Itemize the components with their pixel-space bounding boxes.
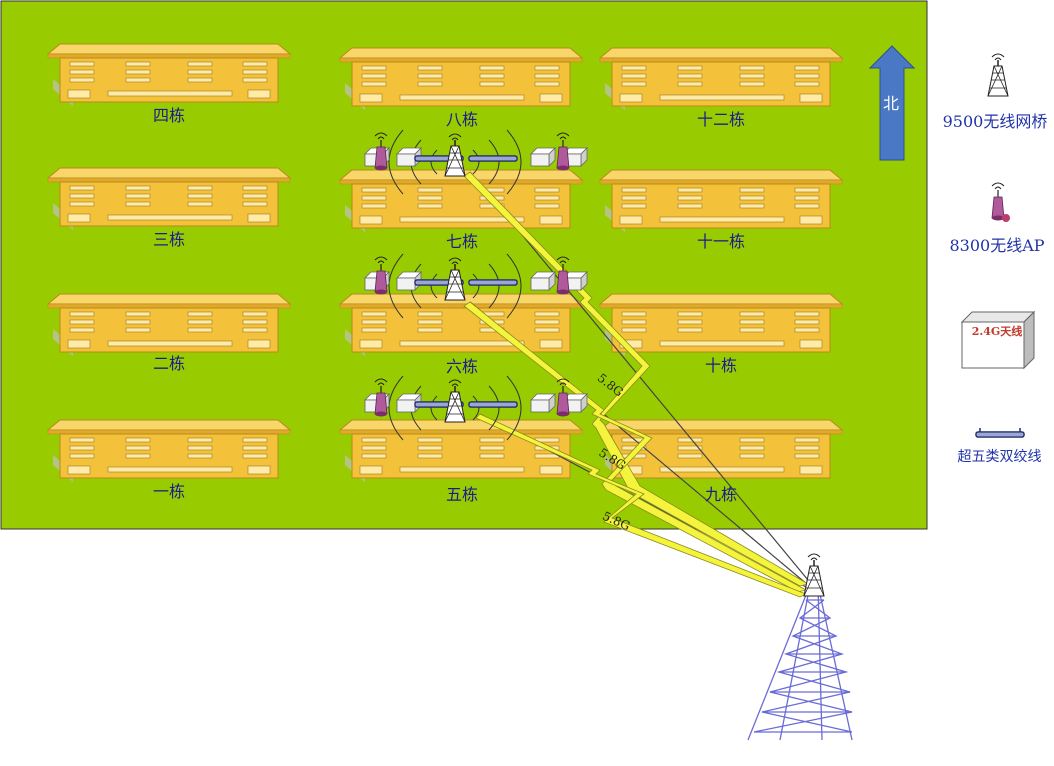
antenna-tower-icon (987, 53, 1009, 97)
lightning-link-icon (463, 171, 810, 587)
building-label-11: 十一栋 (696, 232, 745, 251)
building-5 (339, 419, 583, 483)
legend-label-ap: 8300无线AP (949, 236, 1045, 255)
cable-icon (975, 428, 1025, 438)
antenna-box-icon (960, 310, 1036, 370)
legend-label-antenna: 2.4G天线 (971, 325, 1023, 338)
building-label-6: 六栋 (445, 357, 478, 376)
building-label-7: 七栋 (445, 232, 478, 251)
tower-bridge-icon (803, 553, 825, 597)
access-point-icon (991, 182, 1010, 222)
building-label-12: 十二栋 (696, 110, 745, 129)
transmission-tower-icon (747, 584, 853, 741)
building-label-4: 四栋 (152, 106, 185, 125)
north-arrow-icon (868, 45, 916, 161)
building-2 (47, 293, 291, 357)
building-label-2: 二栋 (152, 354, 185, 373)
building-8 (339, 47, 583, 111)
building-label-8: 八栋 (445, 110, 478, 129)
legend-label-bridge: 9500无线网桥 (942, 112, 1048, 131)
building-7 (339, 169, 583, 233)
building-10 (599, 293, 843, 357)
lightning-link-icon (475, 413, 807, 598)
building-11 (599, 169, 843, 233)
building-1 (47, 419, 291, 483)
north-label: 北 (882, 94, 899, 113)
building-label-1: 一栋 (152, 482, 185, 501)
building-label-10: 十栋 (704, 356, 737, 375)
building-label-3: 三栋 (152, 230, 185, 249)
legend-label-cable: 超五类双绞线 (957, 449, 1042, 465)
building-12 (599, 47, 843, 111)
building-4 (47, 43, 291, 107)
building-6 (339, 293, 583, 357)
building-label-9: 九栋 (704, 485, 737, 504)
wireless-links (463, 171, 810, 598)
building-3 (47, 167, 291, 231)
building-label-5: 五栋 (445, 485, 478, 504)
